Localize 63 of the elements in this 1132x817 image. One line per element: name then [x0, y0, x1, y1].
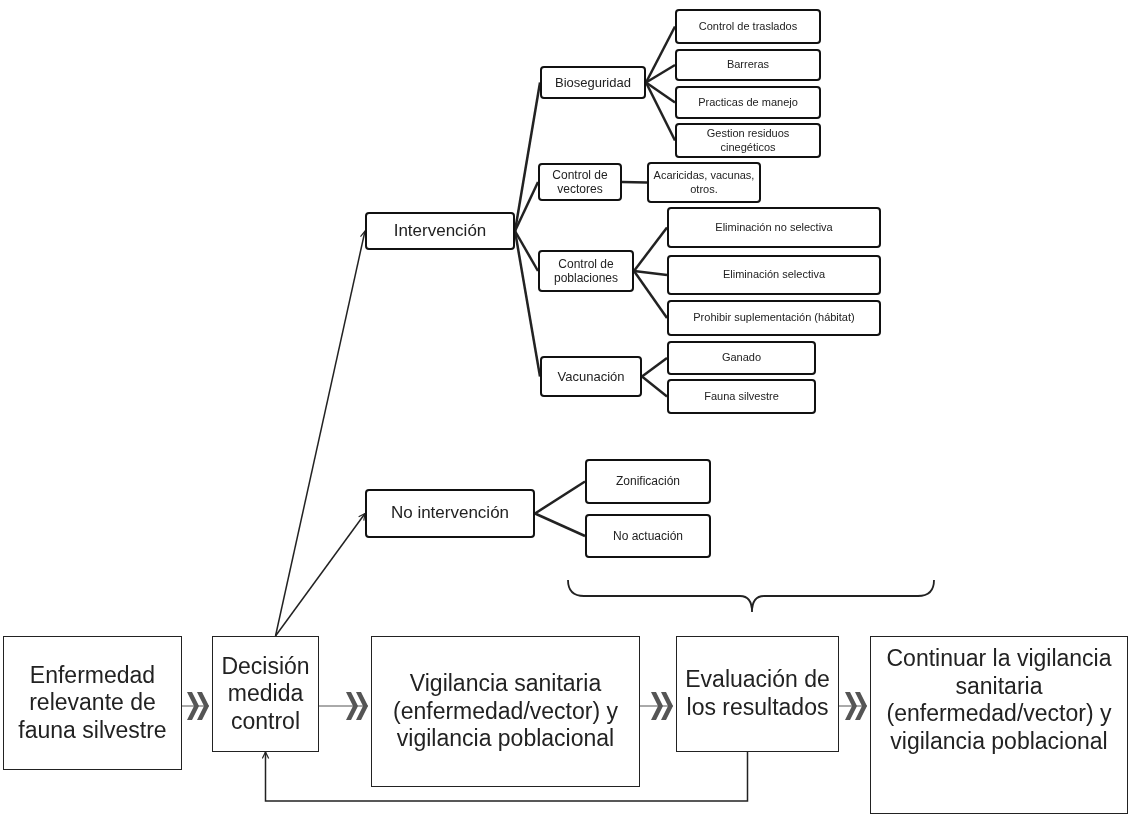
option-box	[675, 123, 821, 158]
box-label: Control de vectores	[551, 167, 609, 197]
box-label: Acaricidas, vacunas, otros.	[653, 169, 755, 196]
box-label: Prohibir suplementación (hábitat)	[693, 311, 855, 325]
box-label: Ganado	[721, 351, 762, 365]
box-label: No actuación	[612, 528, 683, 544]
connector-line	[644, 25, 677, 84]
process-box	[870, 636, 1128, 814]
connector-line	[644, 81, 677, 142]
connector-line	[513, 230, 542, 377]
box-label: Evaluación de los resultados	[684, 666, 831, 722]
option-box	[675, 9, 821, 44]
box-label: Eliminación selectiva	[722, 268, 826, 282]
connector-line	[621, 180, 648, 184]
option-box	[675, 86, 821, 119]
box-label: Control de poblaciones	[552, 256, 620, 286]
connector-line	[641, 357, 668, 378]
box-label: Practicas de manejo	[698, 95, 798, 110]
option-box	[538, 163, 622, 201]
connector-line	[633, 226, 668, 272]
box-label: Decisión medida control	[220, 652, 311, 736]
process-box	[371, 636, 640, 787]
option-box	[667, 207, 881, 248]
arrow	[261, 751, 749, 802]
process-box	[212, 636, 319, 752]
option-box	[585, 514, 711, 558]
box-label: Continuar la vigilancia sanitaria (enfermedad/vector) y vigilancia poblacional	[885, 645, 1113, 756]
option-box	[667, 255, 881, 295]
option-box	[667, 379, 816, 414]
box-label: No intervención	[390, 503, 510, 524]
box-label: Vigilancia sanitaria (enfermedad/vector) y vigilancia poblacional	[392, 670, 619, 753]
box-label: Eliminación no selectiva	[715, 220, 833, 235]
option-box	[538, 250, 634, 292]
option-box	[675, 49, 821, 81]
option-box	[365, 212, 515, 250]
box-label: Bioseguridad	[555, 74, 631, 91]
connector-line	[645, 63, 676, 84]
option-box	[365, 489, 535, 538]
option-box	[667, 341, 816, 375]
connector-line	[633, 269, 668, 277]
connector-line	[645, 81, 676, 104]
box-label: Zonificación	[616, 474, 680, 489]
option-box	[647, 162, 761, 203]
box-label: Intervención	[393, 220, 487, 242]
box-label: Vacunación	[557, 368, 625, 385]
option-box	[540, 66, 646, 99]
connector-line	[513, 230, 540, 272]
connector-line	[534, 480, 586, 515]
box-label: Enfermedad relevante de fauna silvestre	[17, 661, 168, 745]
option-box	[585, 459, 711, 504]
arrow	[274, 512, 366, 637]
box-label: Control de traslados	[698, 19, 798, 34]
option-box	[667, 300, 881, 336]
connector-line	[632, 270, 669, 319]
connector-line	[534, 512, 586, 538]
box-label: Gestion residuos cinegéticos	[705, 127, 791, 154]
box-label: Fauna silvestre	[704, 389, 779, 404]
process-box	[676, 636, 839, 752]
connector-line	[513, 181, 540, 232]
connector-line	[641, 375, 668, 398]
option-box	[540, 356, 642, 397]
process-box	[3, 636, 182, 770]
box-label: Barreras	[726, 58, 770, 72]
